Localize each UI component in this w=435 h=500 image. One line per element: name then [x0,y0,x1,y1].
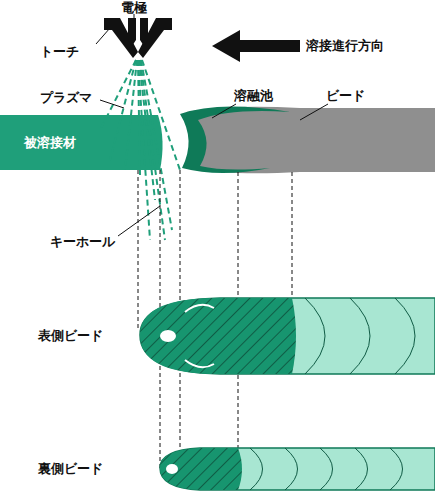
back-pool [160,448,242,490]
electrode [140,18,148,46]
direction-label: 溶接進行方向 [306,38,384,54]
part-label: 溶融池 [234,88,273,104]
molten-pool [180,106,290,173]
part-label: ビード [326,88,365,104]
ripples [250,448,403,490]
keyhole-mark [166,464,178,474]
part-label: キーホール [50,234,115,250]
ripples [305,298,415,374]
bead [186,107,435,174]
workpiece-band: 被溶接材 [0,115,158,170]
part-label: トーチ [40,44,79,60]
top-bead [140,298,435,374]
part-label: 電極 [121,0,147,16]
keyhole-mark [160,330,176,342]
node-text: 被溶接材 [0,134,76,152]
back-bead [160,448,435,490]
torch-right [138,18,172,58]
direction-arrow [212,30,300,62]
top-pool [140,298,296,374]
flow-arrow [185,360,214,367]
electrode [128,18,136,46]
torch-left [104,18,138,58]
view-label: 表側ビード [38,328,103,344]
flow-arrow [185,305,214,312]
view-label: 裏側ビード [38,461,103,477]
leader-line [96,14,328,236]
plasma [100,60,180,240]
part-label: プラズマ [40,90,92,106]
